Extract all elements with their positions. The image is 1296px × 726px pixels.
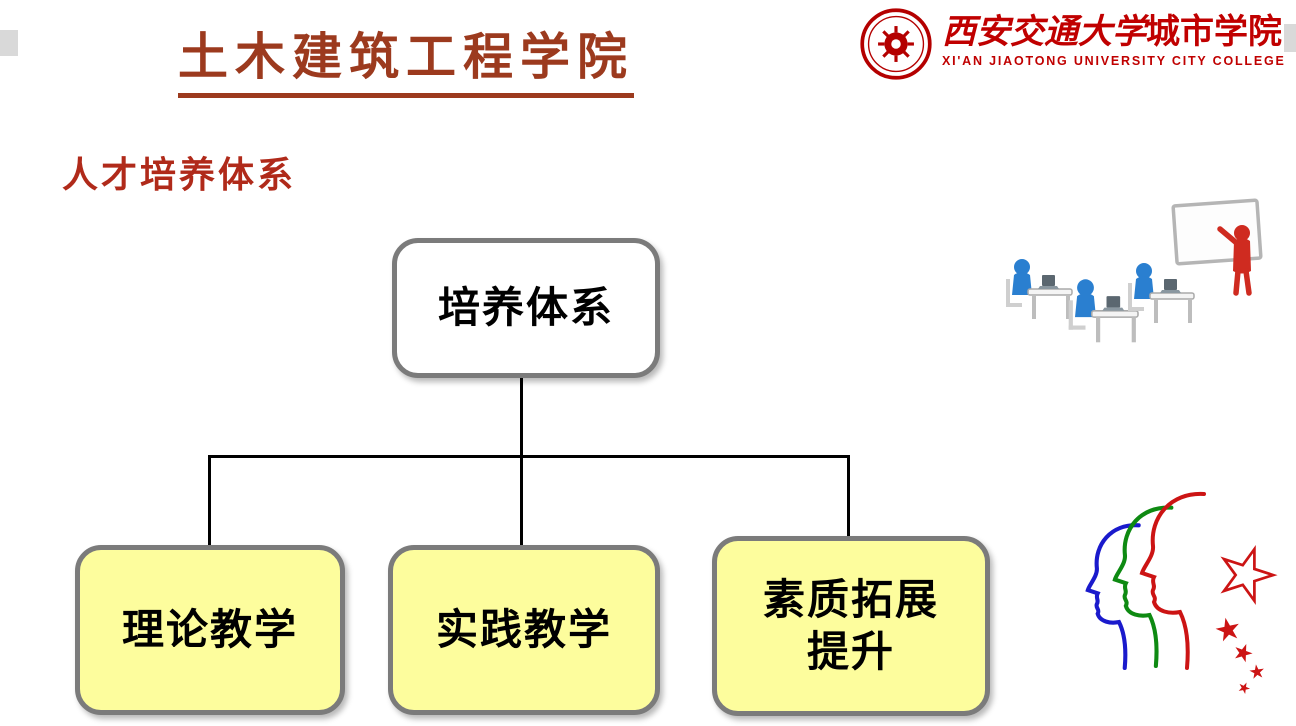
child-node-label: 实践教学 <box>435 605 612 653</box>
college-seal-icon <box>860 8 932 80</box>
connector-drop-right <box>847 455 850 538</box>
star-icon <box>1231 640 1255 664</box>
head-profile-blue-icon <box>1088 525 1139 668</box>
slide-corner-decoration-right <box>1284 24 1296 52</box>
student-figure-icon <box>1005 258 1073 320</box>
root-node: 培养体系 <box>392 238 660 378</box>
child-node-label: 素质拓展 提升 <box>762 575 939 676</box>
college-logo: 西安交通大学城市学院 XI'AN JIAOTONG UNIVERSITY CIT… <box>858 6 1286 82</box>
classroom-training-illustration <box>1005 198 1263 344</box>
head-profile-red-icon <box>1140 491 1206 670</box>
connector-horizontal <box>208 455 850 458</box>
connector-drop-left <box>208 455 211 547</box>
section-heading: 人才培养体系 <box>62 154 297 195</box>
logo-text: 西安交通大学城市学院 XI'AN JIAOTONG UNIVERSITY CIT… <box>942 6 1286 68</box>
child-node-practice-teaching: 实践教学 <box>388 545 660 715</box>
logo-name-suffix: 城市学院 <box>1146 13 1282 51</box>
connector-root-vertical <box>520 378 523 456</box>
burst-star-icon <box>1213 539 1281 606</box>
child-node-quality-development: 素质拓展 提升 <box>712 536 990 716</box>
connector-drop-middle <box>520 455 523 547</box>
root-node-label: 培养体系 <box>437 283 614 331</box>
thinking-heads-illustration <box>1078 491 1281 695</box>
presenter-figure-icon <box>1217 225 1252 296</box>
logo-chinese-name: 西安交通大学城市学院 <box>942 12 1286 52</box>
star-icon <box>1213 615 1242 643</box>
star-icon <box>1248 663 1266 680</box>
logo-english-name: XI'AN JIAOTONG UNIVERSITY CITY COLLEGE <box>942 54 1286 69</box>
student-figure-icon <box>1067 278 1139 344</box>
slide-corner-decoration-left <box>0 30 18 56</box>
page-title: 土木建筑工程学院 <box>178 30 634 98</box>
star-icon <box>1236 680 1252 695</box>
logo-name-calligraphy: 西安交通大学 <box>942 12 1146 52</box>
child-node-label: 理论教学 <box>121 605 298 653</box>
child-node-theory-teaching: 理论教学 <box>75 545 345 715</box>
